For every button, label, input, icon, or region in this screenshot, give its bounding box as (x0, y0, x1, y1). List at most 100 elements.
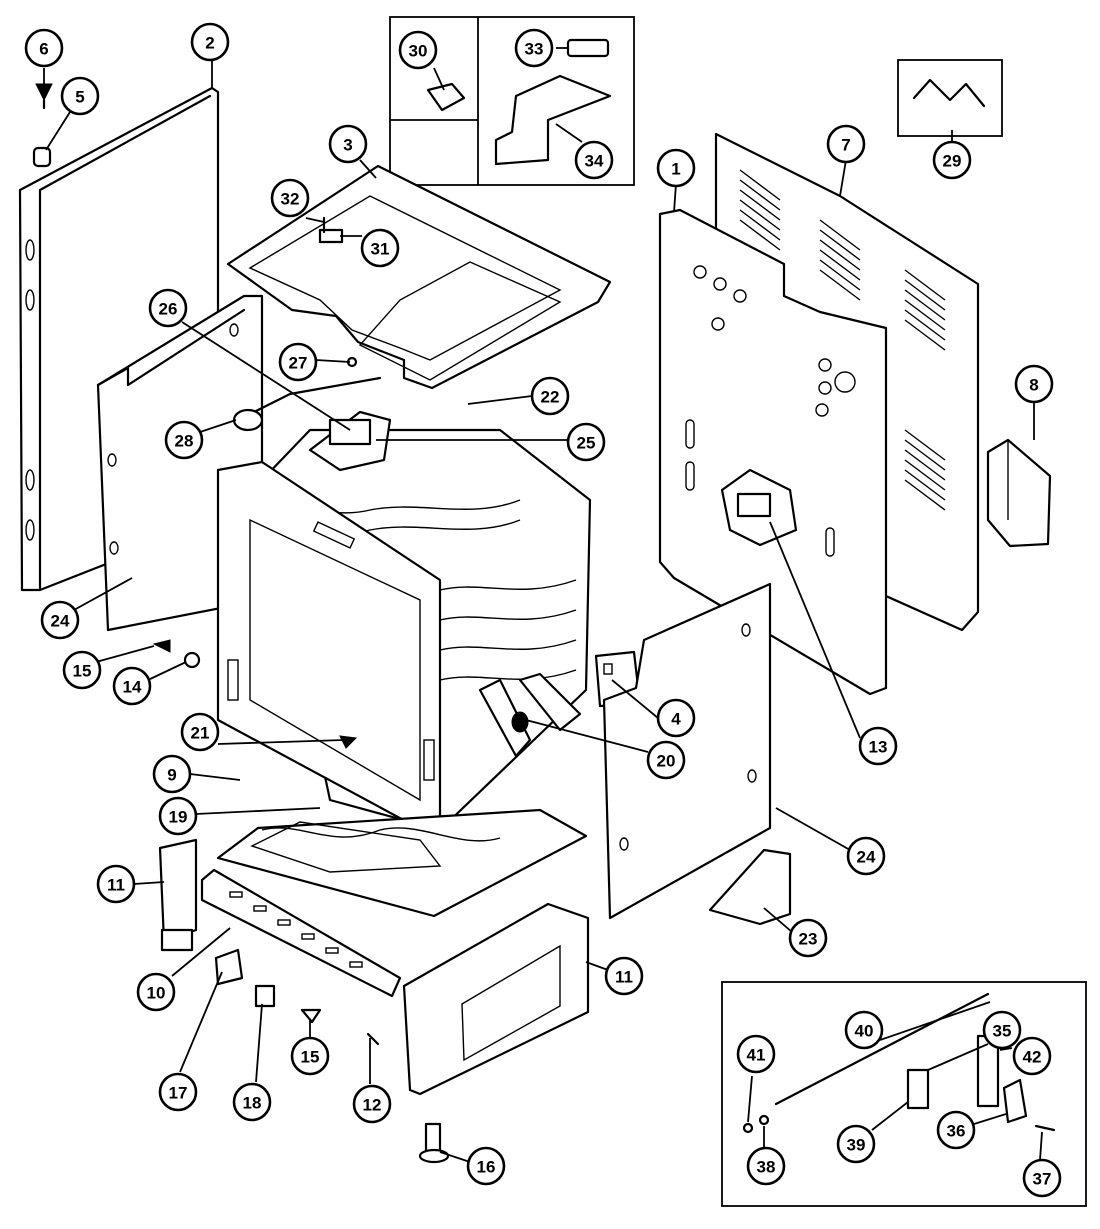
callout-circle (152, 754, 192, 794)
callout-circle (136, 972, 176, 1012)
inset-40-part (774, 992, 990, 1106)
callout-circle (604, 956, 644, 996)
callout-circle (466, 1146, 506, 1186)
callout-4: 4 (656, 698, 696, 738)
callout-circle (746, 1146, 786, 1186)
callout-circle (190, 22, 230, 62)
callout-18: 18 (232, 1082, 272, 1122)
callout-circle (158, 1072, 198, 1112)
callout-number: 25 (577, 434, 596, 453)
inset-box-29 (897, 59, 1003, 137)
callout-circle (846, 836, 886, 876)
inset-box-35-42 (721, 981, 1087, 1207)
callout-35: 35 (982, 1010, 1022, 1050)
callout-21: 21 (180, 712, 220, 752)
callout-circle (40, 600, 80, 640)
inset-37-part (1034, 1124, 1056, 1132)
callout-number: 31 (371, 240, 390, 259)
callout-circle (574, 140, 614, 180)
left-leveling-support (158, 838, 198, 952)
inset-41-part (742, 1122, 754, 1134)
callout-circle (1014, 364, 1054, 404)
screw-15b (300, 1008, 322, 1024)
callout-42: 42 (1012, 1036, 1052, 1076)
callout-circle (180, 712, 220, 752)
callout-number: 36 (947, 1122, 966, 1141)
callout-number: 34 (585, 152, 604, 171)
callout-circle (328, 124, 368, 164)
callout-16: 16 (466, 1146, 506, 1186)
callout-circle (736, 1034, 776, 1074)
callout-24a: 24 (40, 600, 80, 640)
callout-number: 21 (191, 724, 210, 743)
callout-15a: 15 (62, 650, 102, 690)
callout-24b: 24 (846, 836, 886, 876)
callout-15b: 15 (290, 1036, 330, 1076)
callout-41: 41 (736, 1034, 776, 1074)
callout-7: 7 (826, 124, 866, 164)
callout-9: 9 (152, 754, 192, 794)
bracket-17 (214, 948, 244, 986)
callout-number: 29 (943, 152, 962, 171)
inset-33-part (566, 38, 610, 58)
callout-number: 6 (39, 40, 48, 59)
callout-1: 1 (656, 148, 696, 188)
screw-12 (366, 1032, 380, 1046)
callout-circle (646, 740, 686, 780)
callout-number: 5 (75, 88, 84, 107)
thermostat-bracket (308, 410, 392, 472)
callout-number: 26 (159, 300, 178, 319)
callout-number: 22 (541, 388, 560, 407)
callout-number: 17 (169, 1084, 188, 1103)
callout-circle (656, 148, 696, 188)
callout-layer: 1234567891011111213141515161718192021222… (24, 22, 1062, 1198)
callout-32: 32 (270, 178, 310, 218)
screw-21 (339, 735, 358, 749)
callout-17: 17 (158, 1072, 198, 1112)
callout-circle (836, 1124, 876, 1164)
callout-circle (1012, 1036, 1052, 1076)
callout-30: 30 (398, 30, 438, 70)
callout-number: 37 (1033, 1170, 1052, 1189)
callout-number: 12 (363, 1096, 382, 1115)
callout-circle (290, 1036, 330, 1076)
callout-number: 7 (841, 136, 850, 155)
inset-29-part (912, 78, 986, 108)
callout-circle (826, 124, 866, 164)
callout-number: 28 (175, 432, 194, 451)
callout-circle (24, 28, 64, 68)
callout-20: 20 (646, 740, 686, 780)
rear-wall-panel (658, 208, 888, 696)
callout-number: 41 (747, 1046, 766, 1065)
inset-38-part (758, 1114, 770, 1126)
callout-circle (96, 864, 136, 904)
callout-number: 4 (671, 710, 681, 729)
inset-box-30-34 (389, 16, 635, 186)
callout-10: 10 (136, 972, 176, 1012)
oven-light-lens (232, 408, 264, 432)
door-hinge (478, 672, 582, 758)
callout-25: 25 (566, 422, 606, 462)
inset-34-part (494, 74, 612, 166)
right-leveling-support (402, 902, 590, 1096)
callout-number: 15 (73, 662, 92, 681)
callout-number: 27 (289, 354, 308, 373)
callout-2: 2 (190, 22, 230, 62)
callout-31: 31 (360, 228, 400, 268)
callout-28: 28 (164, 420, 204, 460)
callout-8: 8 (1014, 364, 1054, 404)
callout-26: 26 (148, 288, 188, 328)
clip-18 (254, 984, 276, 1008)
callout-37: 37 (1022, 1158, 1062, 1198)
callout-circle (566, 422, 606, 462)
callout-circle (158, 796, 198, 836)
callout-39: 39 (836, 1124, 876, 1164)
callout-circle (270, 178, 310, 218)
callout-19: 19 (158, 796, 198, 836)
callout-circle (352, 1084, 392, 1124)
callout-number: 11 (107, 876, 125, 895)
callout-circle (844, 1010, 884, 1050)
callout-11b: 11 (604, 956, 644, 996)
